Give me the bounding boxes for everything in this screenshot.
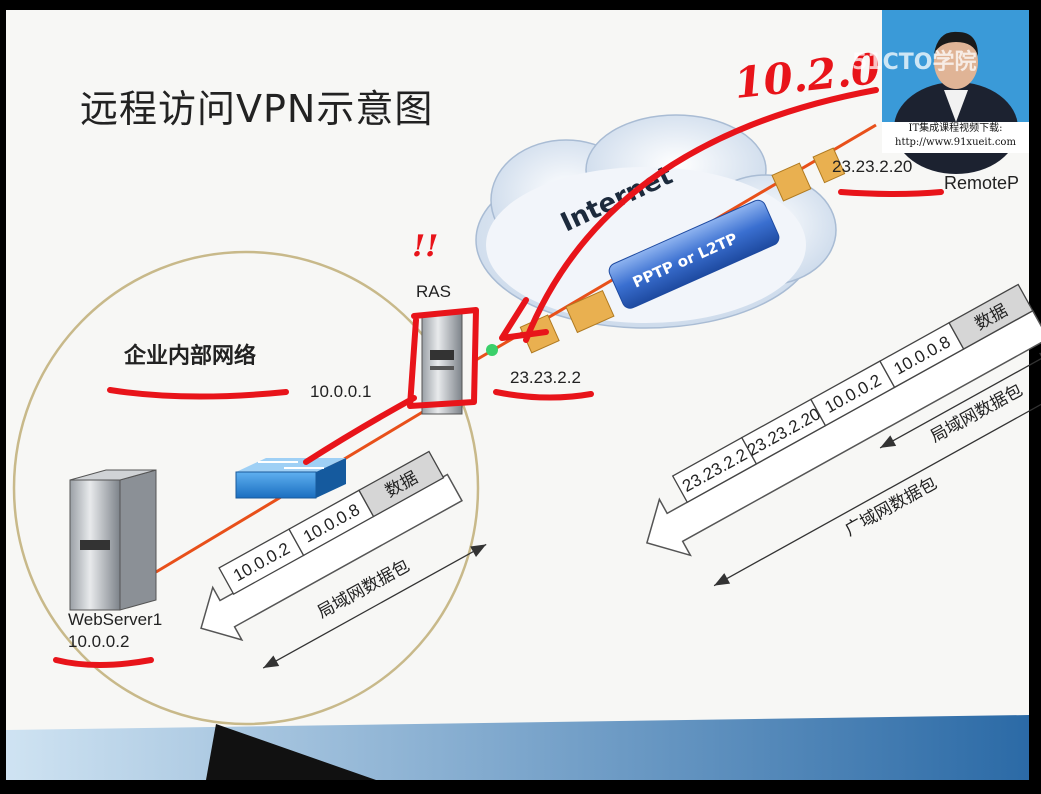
ras-label: RAS [416, 282, 451, 301]
switch-icon [235, 458, 346, 499]
underline-remote-ip [838, 189, 944, 197]
stroke-ras-switch [303, 395, 417, 465]
webcam-caption: IT集成课程视频下载: http://www.91xueit.com [882, 122, 1029, 153]
webserver-icon [69, 469, 157, 611]
webcam-watermark: 51CTO学院 [852, 50, 977, 75]
remote-ip: 23.23.2.20 [832, 157, 913, 176]
internal-network-circle [12, 250, 480, 726]
slide-title: 远程访问VPN示意图 [80, 87, 434, 131]
webcam-caption-line2: http://www.91xueit.com [895, 137, 1016, 148]
ras-inner-ip: 10.0.0.1 [310, 382, 372, 401]
ras-outer-ip: 23.23.2.2 [510, 368, 581, 387]
box-ras [407, 307, 479, 409]
webserver-name: WebServer1 [68, 610, 163, 629]
red-annotations [53, 87, 944, 668]
lan-packet-arrow [200, 473, 463, 642]
curve-arrow [523, 87, 879, 343]
underline-webserver-ip [53, 657, 154, 668]
remote-label: RemoteP [944, 173, 1020, 193]
vpn-diagram: Internet PPTP or L2TP [6, 44, 1041, 780]
underline-internal-network [107, 387, 289, 400]
webserver-ip: 10.0.0.2 [68, 632, 130, 651]
handwritten-note-2: !! [412, 229, 438, 264]
lan-packet-field-box [358, 450, 445, 518]
wan-outer-span-line [713, 385, 1041, 587]
ras-server-icon [421, 313, 498, 415]
wan-inner-span-line [879, 350, 1041, 449]
wan-packet-arrow [645, 309, 1041, 557]
wan-packet-field-box [948, 283, 1034, 350]
internal-network-label: 企业内部网络 [124, 344, 257, 369]
lan-packet-span-line [262, 543, 487, 669]
slide-canvas: 远程访问VPN示意图 [6, 10, 1041, 780]
curve-arrowhead [499, 297, 549, 341]
presenter-webcam: 51CTO学院 IT集成课程视频下载: http://www.91xueit.c… [852, 10, 1029, 174]
slide-footer-bar [6, 715, 1029, 780]
slide-footer-swoosh [206, 724, 376, 780]
webcam-caption-line1: IT集成课程视频下载: [908, 123, 1003, 134]
underline-ras-ip [493, 389, 594, 401]
